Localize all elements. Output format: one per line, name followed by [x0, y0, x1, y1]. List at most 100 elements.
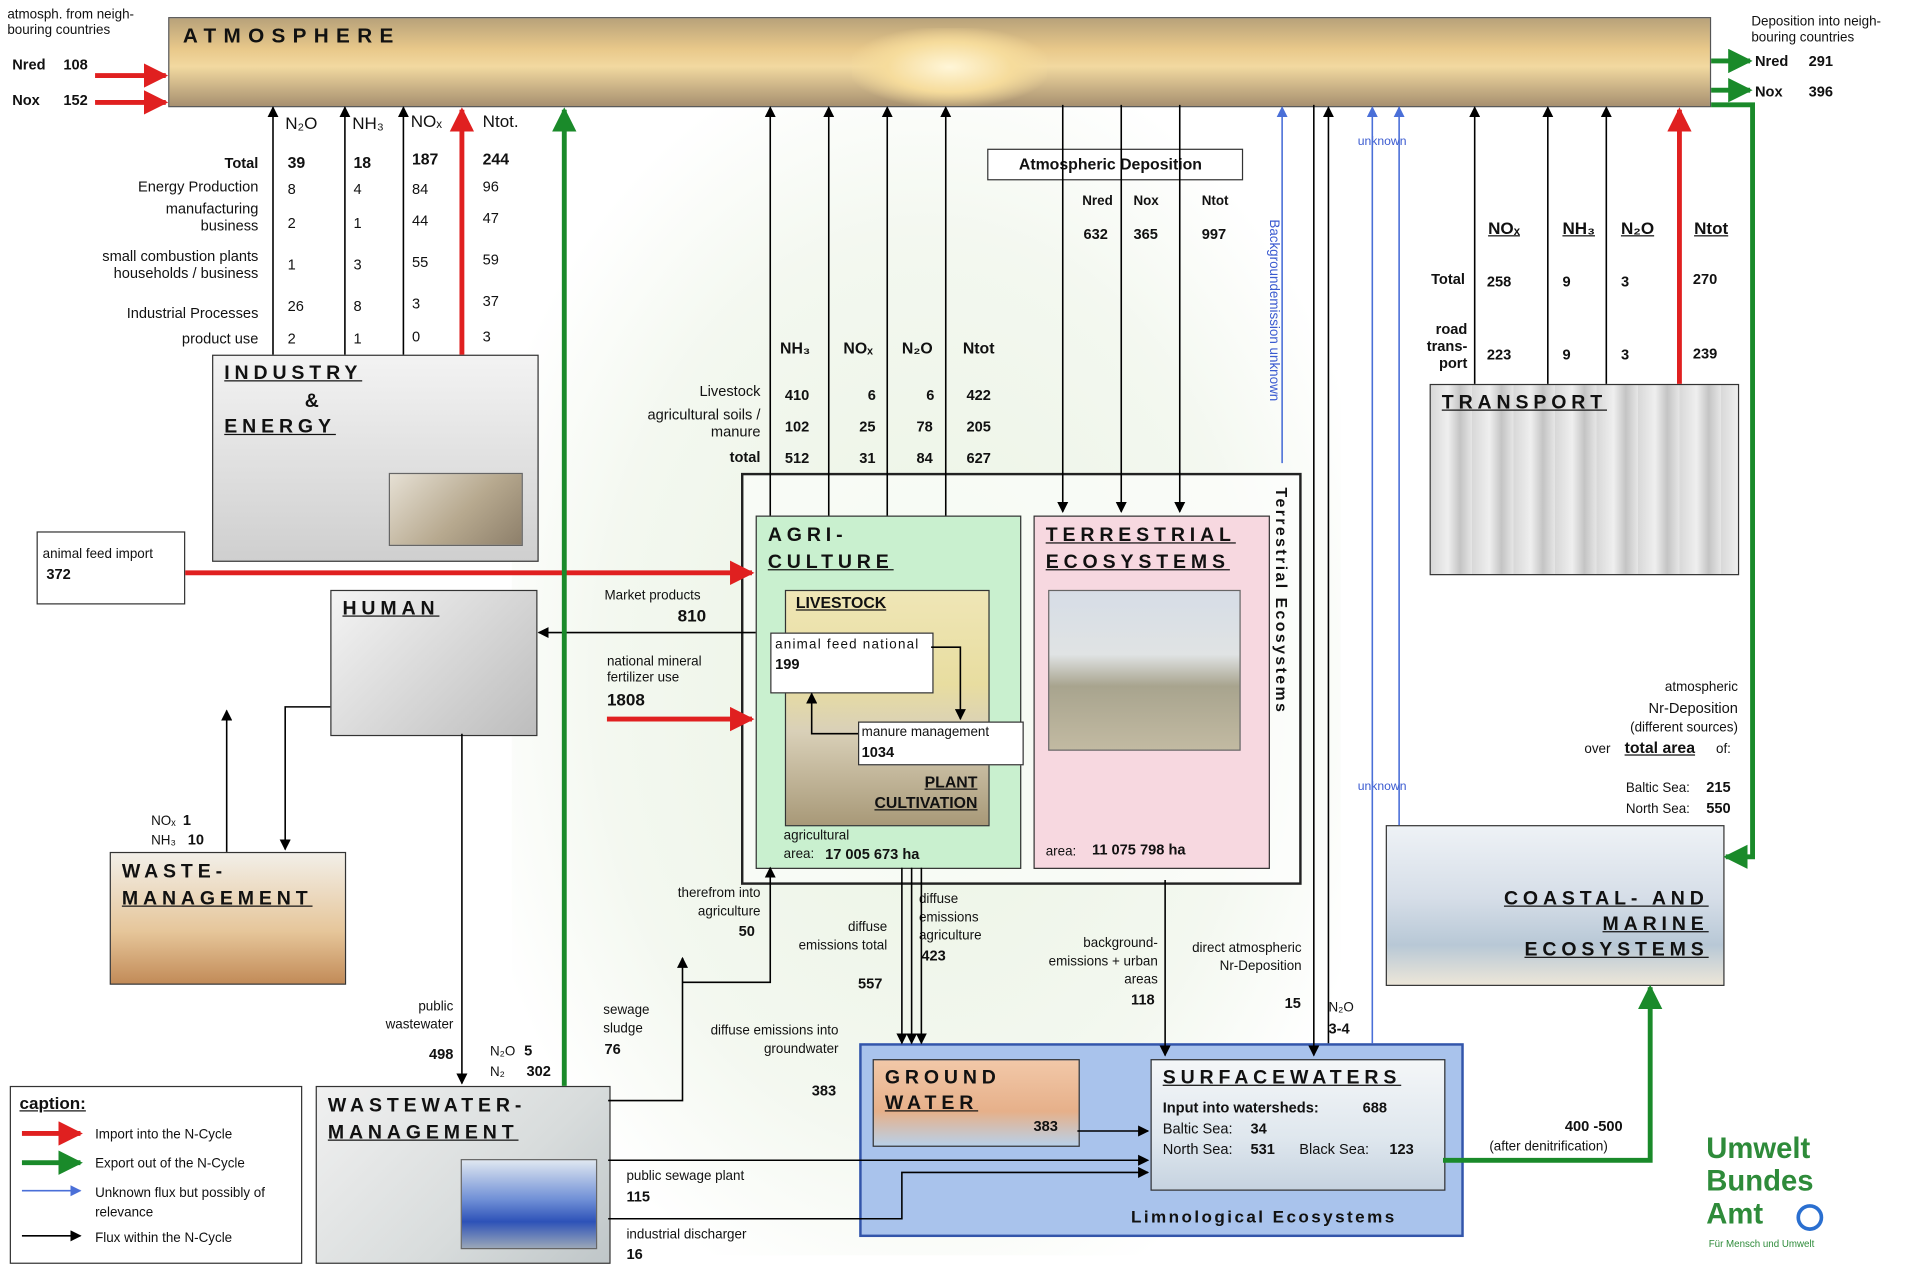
transport-cell: 9 — [1562, 273, 1571, 291]
transport-header-nh3: NH₃ — [1562, 218, 1595, 238]
deposition-header-nox: Nox — [1133, 193, 1159, 209]
industry-cell: 2 — [287, 214, 296, 232]
diffuse-total-value: 557 — [858, 975, 883, 993]
coastal-baltic-value: 215 — [1706, 778, 1731, 796]
caption-import: Import into the N-Cycle — [95, 1127, 233, 1142]
sewage-plant-label: public sewage plant — [626, 1168, 745, 1184]
terrestrial-title-2: ECOSYSTEMS — [1045, 552, 1230, 573]
caption-title: caption: — [19, 1093, 86, 1113]
waste-nh3-value: 10 — [187, 831, 204, 849]
industry-cell: 244 — [482, 149, 510, 169]
diffuse-total-label: diffuse emissions total — [798, 920, 888, 954]
transport-header-n2o: N₂O — [1620, 218, 1655, 238]
industry-cell: 96 — [482, 177, 499, 195]
agri-header-ntot: Ntot — [962, 338, 995, 358]
industry-photo — [388, 472, 523, 546]
transport-header-nox: NOₓ — [1488, 218, 1520, 238]
market-products-value: 810 — [677, 605, 707, 626]
industry-cell: 8 — [353, 297, 362, 315]
groundwater-title-2: WATER — [884, 1093, 979, 1114]
direct-deposition-value: 15 — [1284, 994, 1301, 1012]
industry-header-n2o: N₂O — [285, 113, 318, 133]
background-emission-label: Backgroundemission unknown — [1266, 219, 1281, 402]
black-label: Black Sea: — [1299, 1140, 1370, 1158]
logo-line-1: Umwelt — [1706, 1132, 1811, 1166]
fertilizer-value: 1808 — [606, 689, 645, 710]
groundwater-value: 383 — [1033, 1117, 1058, 1135]
industry-row-label: product use — [181, 330, 259, 348]
waste-management-box — [109, 851, 347, 985]
nred-out-value: 291 — [1808, 52, 1834, 70]
industry-title: INDUSTRY — [224, 363, 363, 384]
groundwater-title-1: GROUND — [884, 1067, 1001, 1089]
industry-cell: 44 — [411, 212, 429, 230]
waste-title-1: WASTE- — [121, 861, 227, 883]
arrow-export-coastal — [1711, 102, 1755, 869]
logo-emblem-icon — [1796, 1204, 1824, 1231]
arrow-human-waste — [279, 706, 331, 851]
transport-cell: 270 — [1692, 270, 1718, 288]
industry-cell: 4 — [353, 180, 362, 198]
logo-line-3: Amt — [1706, 1198, 1764, 1231]
agri-cell: 78 — [916, 418, 933, 436]
baltic-value: 34 — [1250, 1120, 1267, 1138]
into-agriculture-value: 50 — [738, 922, 755, 940]
industry-row-label: Total — [224, 154, 259, 172]
caption-internal: Flux within the N-Cycle — [95, 1230, 233, 1246]
industry-cell: 8 — [287, 180, 296, 198]
market-products-label: Market products — [604, 588, 701, 604]
nred-in-value: 108 — [63, 56, 88, 74]
neighbour-in-label: atmosph. from neigh-bouring countries — [7, 7, 134, 38]
public-wastewater-label: public wastewater — [385, 999, 454, 1033]
coastal-flow-value: 400 -500 — [1564, 1117, 1623, 1135]
deposition-header-ntot: Ntot — [1201, 193, 1229, 209]
manure-management-value: 1034 — [861, 743, 895, 761]
industry-cell: 39 — [287, 153, 306, 172]
waste-nox-value: 1 — [182, 811, 191, 829]
plant-cultivation-title-1: PLANT — [924, 772, 978, 791]
industry-row-label: Energy Production — [138, 177, 259, 195]
nox-out-value: 396 — [1808, 82, 1834, 100]
agri-area-label: agricultural area: — [783, 828, 850, 862]
ww-n2-label: N₂ — [489, 1065, 505, 1080]
livestock-box — [784, 589, 990, 827]
sewage-plant-value: 115 — [626, 1188, 651, 1206]
transport-header-ntot: Ntot — [1694, 218, 1729, 238]
arrow-industrial — [608, 1166, 1150, 1220]
logo-tagline: Für Mensch und Umwelt — [1708, 1238, 1815, 1250]
transport-cell: 3 — [1620, 273, 1630, 291]
industry-cell: 84 — [411, 180, 429, 198]
industry-cell: 26 — [287, 297, 304, 315]
terrestrial-photo — [1048, 589, 1241, 751]
transport-cell: 223 — [1486, 346, 1512, 364]
industry-amp: & — [304, 391, 324, 412]
transport-title: TRANSPORT — [1441, 392, 1607, 414]
coastal-title-2: MARINE — [1602, 914, 1709, 935]
coastal-title-1: COASTAL- AND — [1503, 888, 1709, 910]
energy-title: ENERGY — [224, 416, 336, 438]
wastewater-title-2: MANAGEMENT — [327, 1122, 519, 1144]
transport-box — [1429, 383, 1740, 576]
industry-cell: 3 — [353, 255, 362, 273]
sun-glow — [851, 28, 1047, 107]
arrow-feed-manure — [931, 646, 966, 721]
transport-row-label: Total — [1431, 270, 1465, 288]
industry-cell: 1 — [353, 214, 362, 232]
deposition-header-nred: Nred — [1082, 193, 1113, 209]
human-box — [330, 589, 538, 737]
deposition-value-nred: 632 — [1083, 225, 1108, 243]
coastal-dep-6: of: — [1716, 742, 1731, 757]
agri-cell: 102 — [784, 418, 810, 436]
coastal-dep-5: total area — [1624, 738, 1696, 757]
agri-cell: 6 — [867, 386, 876, 404]
caption-box — [9, 1085, 303, 1264]
terrestrial-area-label: area: — [1045, 844, 1077, 860]
north-label: North Sea: — [1162, 1140, 1233, 1158]
agri-header-n2o: N₂O — [901, 338, 933, 358]
industry-cell: 55 — [411, 253, 429, 271]
industry-cell: 1 — [287, 255, 296, 273]
arrow-into-agri — [682, 866, 776, 984]
agri-cell: 512 — [784, 449, 810, 467]
surfacewaters-input-label: Input into watersheds: — [1162, 1099, 1319, 1117]
atmosphere-title: ATMOSPHERE — [182, 24, 401, 48]
